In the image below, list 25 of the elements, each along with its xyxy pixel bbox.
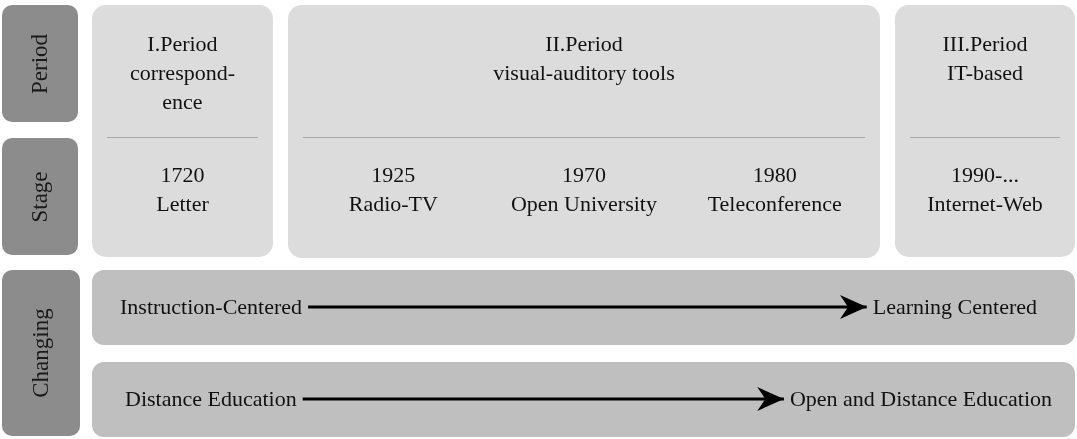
- stage-label: 1980 Teleconference: [706, 161, 843, 218]
- period-heading: I.Period correspond- ence: [128, 30, 237, 116]
- period-panel: [895, 5, 1075, 257]
- change-to-label: Open and Distance Education: [789, 384, 1052, 414]
- period-panel: [92, 5, 273, 257]
- row-header-label: Changing: [28, 308, 54, 398]
- row-header-label: Period: [27, 33, 53, 94]
- change-from-label: Distance Education: [125, 384, 297, 414]
- change-to-label: Learning Centered: [872, 292, 1037, 322]
- stage-label: 1720 Letter: [155, 161, 210, 218]
- period-panel: [288, 5, 880, 258]
- row-header-tab: [2, 270, 80, 436]
- period-heading: II.Period visual-auditory tools: [492, 30, 676, 87]
- change-band: [92, 362, 1075, 437]
- period-heading: III.Period IT-based: [941, 30, 1029, 87]
- stage-label: 1970 Open University: [509, 161, 658, 218]
- arrow: [302, 387, 784, 411]
- stage-label: 1990-... Internet-Web: [926, 161, 1044, 218]
- change-from-label: Instruction-Centered: [120, 292, 303, 322]
- row-header-tab: [2, 5, 78, 122]
- stage-label: 1925 Radio-TV: [347, 161, 439, 218]
- row-header-tab: [2, 138, 78, 255]
- row-header-label: Stage: [27, 170, 53, 223]
- arrow: [308, 295, 867, 319]
- change-band: [92, 270, 1075, 345]
